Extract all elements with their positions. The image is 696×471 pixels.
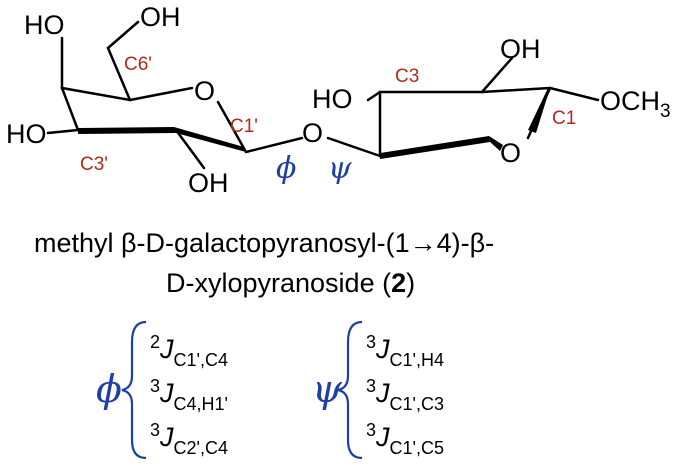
xylose-ring (326, 56, 600, 159)
c3-prime-label: C3' (80, 154, 108, 175)
c3-label: C3 (395, 66, 419, 87)
galactose-ring (46, 20, 304, 170)
oh-top-label: OH (140, 2, 181, 32)
oh-right-top-label: OH (500, 34, 541, 64)
ho-xylose-label: HO (312, 84, 353, 114)
o-ring-gal-label: O (194, 76, 215, 106)
oh-bottom-label: OH (188, 168, 229, 198)
phi-torsion-label: ϕ (276, 151, 296, 186)
o-glycosidic-label: O (302, 118, 323, 148)
ho-top-left-label: HO (24, 10, 65, 40)
compound-number: 2 (391, 268, 406, 298)
phi-coupling-3: 3JC2',C4 (150, 420, 228, 458)
c6-prime-label: C6' (124, 54, 152, 75)
ho-left-label: HO (6, 119, 47, 149)
phi-brace (121, 320, 147, 460)
psi-coupling-list: 3JC1',H4 3JC1',C3 3JC1',C5 (366, 332, 444, 458)
psi-brace (337, 320, 363, 460)
phi-coupling-1: 2JC1',C4 (150, 332, 228, 370)
caption-line-2: D-xylopyranoside (2) (166, 268, 415, 298)
psi-coupling-2: 3JC1',C3 (366, 376, 444, 414)
psi-torsion-label: ψ (328, 151, 352, 186)
och3-label: OCH3 (600, 86, 671, 122)
phi-coupling-2: 3JC4,H1' (150, 376, 228, 414)
c1-label: C1 (552, 108, 576, 129)
phi-symbol: ϕ (96, 367, 122, 411)
c1-prime-label: C1' (230, 116, 258, 137)
o-ring-xyl-label: O (500, 138, 521, 168)
psi-coupling-3: 3JC1',C5 (366, 420, 444, 458)
caption-line-1: methyl β-D-galactopyranosyl-(1→4)-β- (34, 228, 494, 258)
phi-coupling-list: 2JC1',C4 3JC4,H1' 3JC2',C4 (150, 332, 228, 458)
psi-coupling-1: 3JC1',H4 (366, 332, 444, 370)
